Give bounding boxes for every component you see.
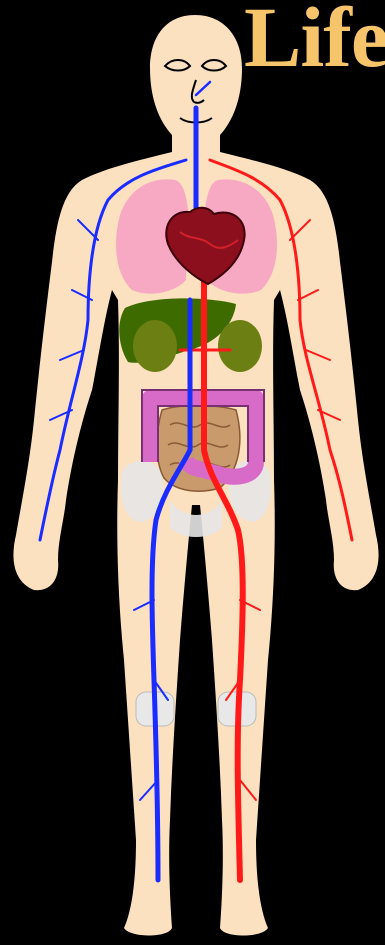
slide: Life bbox=[0, 0, 385, 945]
anatomy-diagram bbox=[0, 0, 385, 945]
